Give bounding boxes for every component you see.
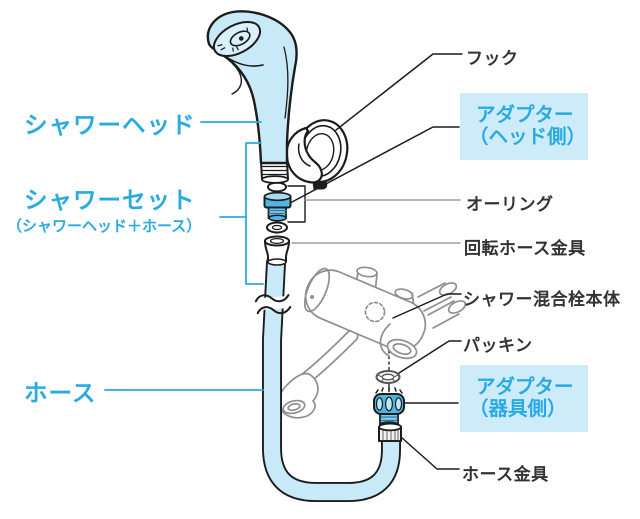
- mixing-valve-body-illustration: [278, 266, 467, 419]
- label-hook: フック: [466, 49, 519, 68]
- adapter-head-side-line1: アダプター: [476, 104, 574, 126]
- adapter-head-side-line2: （ヘッド側）: [469, 125, 587, 148]
- label-hose: ホース: [24, 380, 97, 406]
- packing-illustration: [375, 370, 401, 384]
- label-shower-head: シャワーヘッド: [24, 112, 196, 138]
- shower-head-illustration: [206, 10, 298, 165]
- label-adapter-head-side: アダプター （ヘッド側）: [460, 93, 588, 160]
- label-adapter-fixture-side: アダプター （器具側）: [460, 365, 588, 432]
- label-mixing-valve-body: シャワー混合栓本体: [463, 290, 621, 309]
- o-ring-upper-illustration: [267, 181, 287, 193]
- label-rotary-hose-fitting: 回転ホース金具: [464, 239, 586, 258]
- pointer-lines-dark: [291, 53, 463, 470]
- label-o-ring: オーリング: [466, 195, 554, 214]
- label-shower-set: シャワーセット: [24, 187, 196, 213]
- hose-fitting-illustration: [378, 422, 402, 442]
- hose-break-marks: [252, 294, 297, 315]
- shower-handle-threads-illustration: [260, 161, 289, 184]
- adapter-fixture-side-line1: アダプター: [476, 376, 574, 398]
- o-ring-bracket: [287, 185, 306, 223]
- hook-illustration: [285, 119, 349, 190]
- label-shower-set-sub: （シャワーヘッド＋ホース）: [7, 218, 202, 235]
- pointer-lines-cyan: [104, 121, 264, 391]
- adapter-fixture-side-line2: （器具側）: [469, 397, 567, 420]
- label-hose-fitting: ホース金具: [462, 465, 549, 484]
- adapter-fixture-side-illustration: [373, 386, 405, 429]
- pointer-lines-grey: [291, 199, 461, 244]
- o-ring-lower-illustration: [266, 221, 288, 234]
- adapter-head-side-illustration: [263, 191, 292, 222]
- rotary-hose-fitting-illustration: [264, 235, 290, 266]
- hose-illustration: [262, 253, 401, 502]
- label-packing: パッキン: [463, 336, 533, 355]
